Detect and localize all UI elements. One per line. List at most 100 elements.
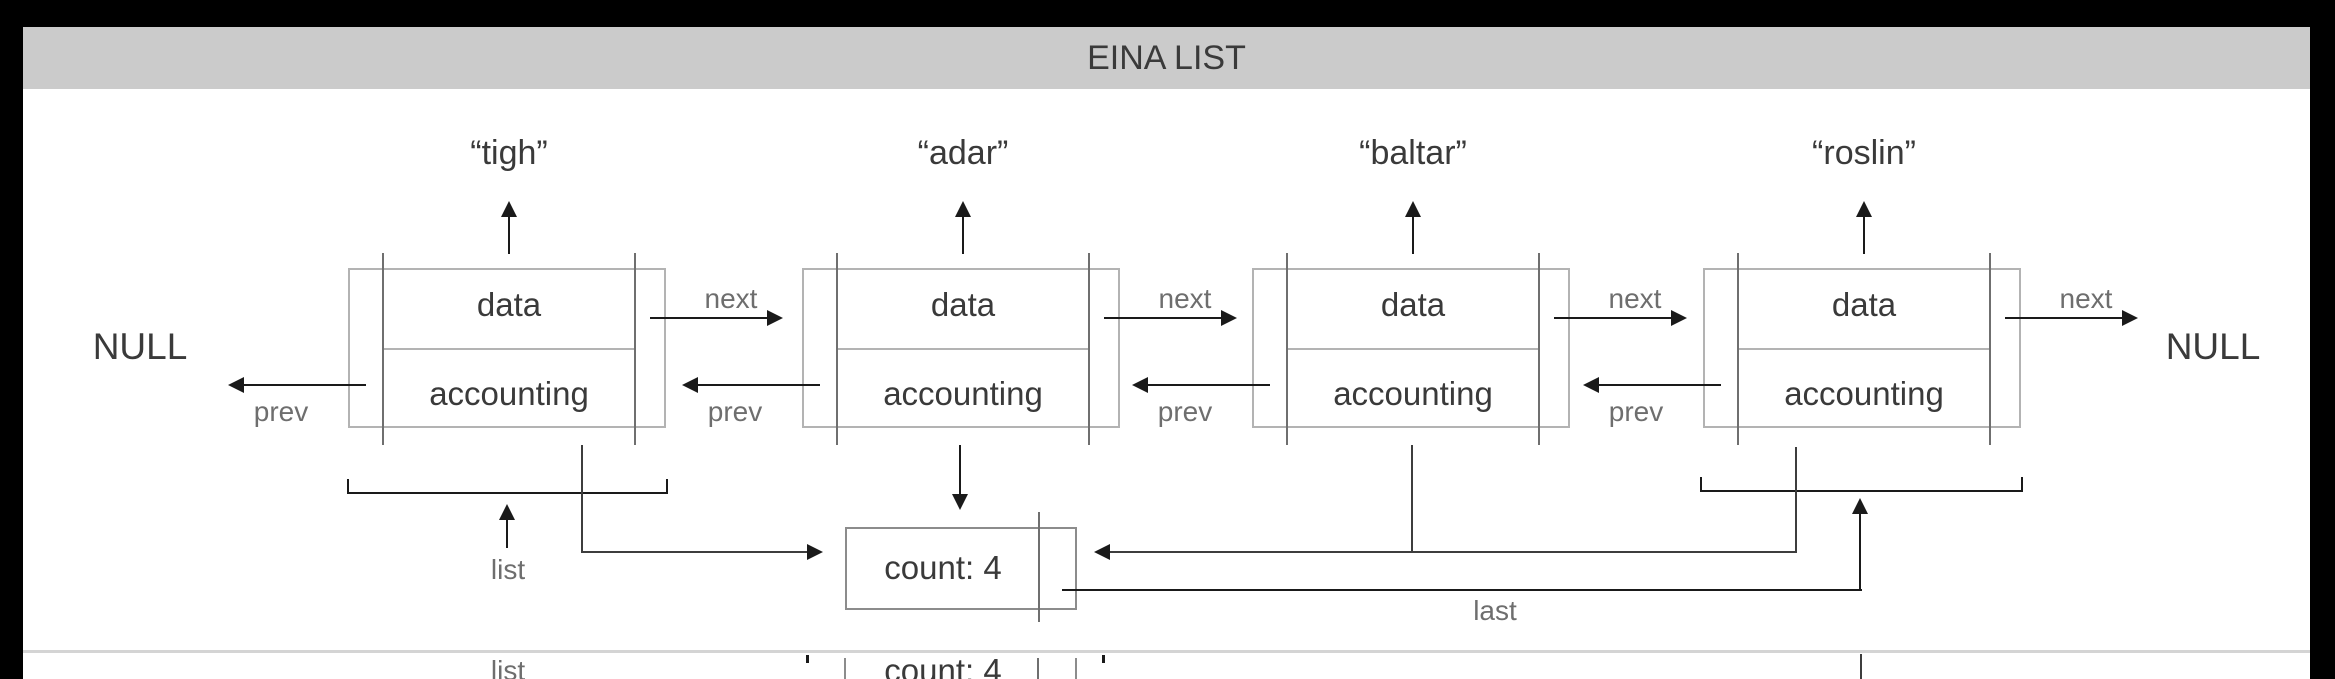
node-box: [802, 268, 1120, 428]
accounting-count-box: [845, 527, 1077, 610]
next-arrow-line: [1554, 317, 1671, 319]
node1-accounting-link-line: [581, 551, 807, 553]
data-pointer-arrowhead-icon: [1856, 201, 1872, 217]
data-cell-label: data: [1380, 286, 1446, 323]
last-pointer-line: [1859, 512, 1861, 591]
prev-label: prev: [707, 396, 763, 427]
prev-arrowhead-icon: [1132, 377, 1148, 393]
prev-label: prev: [1608, 396, 1664, 427]
node1-accounting-link-line: [581, 445, 583, 553]
node-left-margin-line: [836, 253, 838, 445]
node3-accounting-link-line: [1411, 445, 1413, 553]
prev-arrowhead-icon: [228, 377, 244, 393]
last-node-bracket-tick: [1700, 477, 1702, 492]
diagram-title-bar: EINA LIST: [23, 27, 2310, 89]
next-arrowhead-icon: [1671, 310, 1687, 326]
list-pointer-label: list: [490, 554, 526, 585]
node-box: [348, 268, 666, 428]
next-label: next: [704, 283, 758, 314]
list-pointer-arrow-line: [506, 520, 508, 548]
prev-arrow-line: [698, 384, 820, 386]
prev-arrow-line: [244, 384, 366, 386]
accounting-cell-label: accounting: [1333, 375, 1493, 412]
next-arrowhead-icon: [2122, 310, 2138, 326]
node-box: [1703, 268, 2021, 428]
prev-arrowhead-icon: [1583, 377, 1599, 393]
prev-label: prev: [253, 396, 309, 427]
next-arrowhead-icon: [1221, 310, 1237, 326]
next-label: next: [1608, 283, 1662, 314]
next-arrow-line: [650, 317, 767, 319]
fragment-arrowhead-tip: [1102, 655, 1105, 663]
accounting-cell-label: accounting: [883, 375, 1043, 412]
node-box: [1252, 268, 1570, 428]
prev-arrowhead-icon: [682, 377, 698, 393]
node-right-margin-line: [1989, 253, 1991, 445]
first-node-bracket-tick: [666, 479, 668, 494]
data-cell-label: data: [1831, 286, 1897, 323]
data-pointer-arrowhead-icon: [501, 201, 517, 217]
node-right-margin-line: [634, 253, 636, 445]
last-node-bracket: [1700, 490, 2023, 492]
next-label: next: [1158, 283, 1212, 314]
prev-label: prev: [1157, 396, 1213, 427]
node1-accounting-arrowhead-icon: [807, 544, 823, 560]
node2-accounting-arrowhead-icon: [952, 494, 968, 510]
node-left-margin-line: [1737, 253, 1739, 445]
list-node-roslin: “roslin” data accounting next prev: [1583, 0, 2138, 679]
node-right-margin-line: [1088, 253, 1090, 445]
node-cell-divider: [1288, 348, 1538, 350]
count-value-label: count: 4: [884, 549, 1002, 586]
data-pointer-arrowhead-icon: [1405, 201, 1421, 217]
figure-separator-line: [23, 650, 2310, 653]
data-cell-label: data: [930, 286, 996, 323]
prev-arrow-line: [1148, 384, 1270, 386]
node-data-value-label: “roslin”: [1812, 134, 1916, 172]
node-cell-divider: [838, 348, 1088, 350]
diagram-background: [23, 27, 2310, 679]
node4-accounting-link-line: [1795, 447, 1797, 553]
last-pointer-line: [1062, 589, 1862, 591]
node2-accounting-link-line: [959, 445, 961, 494]
data-pointer-arrowhead-icon: [955, 201, 971, 217]
data-pointer-arrow-line: [1412, 210, 1414, 254]
data-pointer-arrow-line: [962, 210, 964, 254]
fragment-count-label: count: 4: [884, 652, 1002, 679]
data-pointer-arrow-line: [1863, 210, 1865, 254]
node-right-margin-line: [1538, 253, 1540, 445]
data-pointer-arrow-line: [508, 210, 510, 254]
node-data-value-label: “tigh”: [470, 134, 548, 172]
next-arrow-line: [2005, 317, 2122, 319]
first-node-bracket-tick: [347, 479, 349, 494]
fragment-box-margin-line: [1037, 658, 1039, 679]
accounting-cell-label: accounting: [429, 375, 589, 412]
fragment-box-edge-line: [844, 658, 846, 679]
node4-accounting-link-line: [1110, 551, 1797, 553]
node-left-margin-line: [382, 253, 384, 445]
fragment-box-edge-line: [1075, 658, 1077, 679]
last-node-bracket-tick: [2021, 477, 2023, 492]
null-right-label: NULL: [2165, 326, 2261, 367]
last-pointer-label: last: [1473, 595, 1517, 626]
list-pointer-arrowhead-icon: [499, 504, 515, 520]
list-node-baltar: “baltar” data accounting next prev: [1132, 0, 1687, 679]
first-node-bracket: [347, 492, 668, 494]
list-node-tigh: “tigh” data accounting next prev: [228, 0, 783, 679]
data-cell-label: data: [476, 286, 542, 323]
node-cell-divider: [384, 348, 634, 350]
node-data-value-label: “baltar”: [1359, 134, 1467, 172]
diagram-title: EINA LIST: [1087, 39, 1246, 77]
null-left-label: NULL: [92, 326, 188, 367]
next-label: next: [2059, 283, 2113, 314]
node4-accounting-arrowhead-icon: [1094, 544, 1110, 560]
last-pointer-arrowhead-icon: [1852, 498, 1868, 514]
fragment-arrowhead-tip: [806, 655, 809, 663]
fragment-list-label: list: [490, 655, 526, 679]
prev-arrow-line: [1599, 384, 1721, 386]
next-arrow-line: [1104, 317, 1221, 319]
next-arrowhead-icon: [767, 310, 783, 326]
fragment-last-line: [1860, 654, 1862, 679]
node-left-margin-line: [1286, 253, 1288, 445]
node-data-value-label: “adar”: [917, 134, 1009, 172]
